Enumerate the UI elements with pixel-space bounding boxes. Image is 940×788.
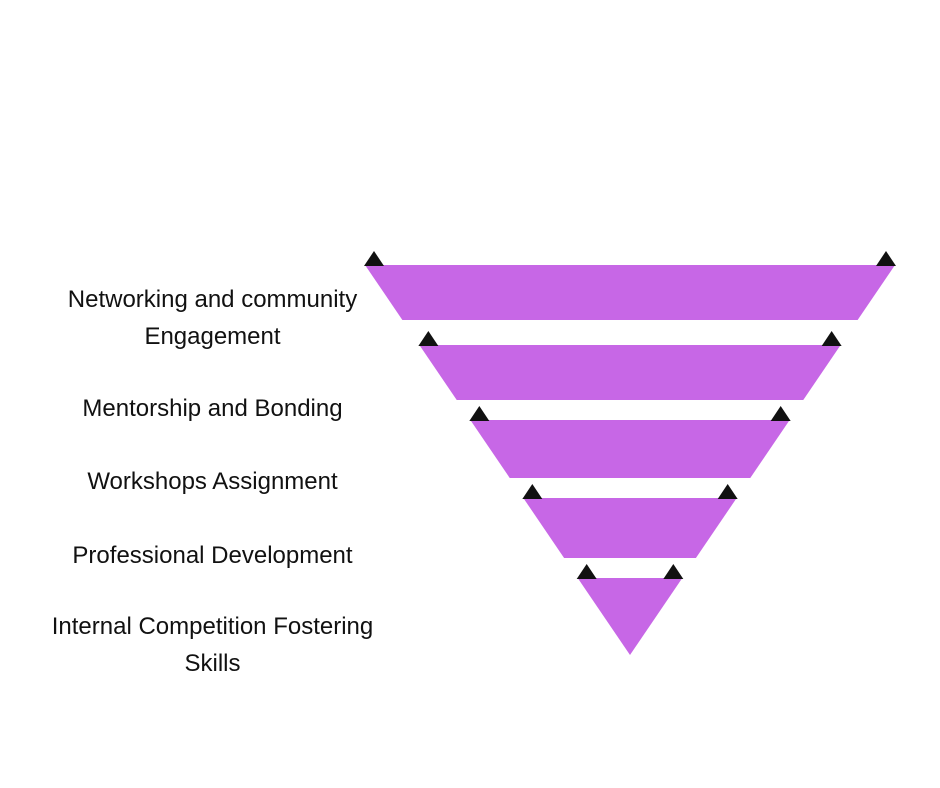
corner-marker-right-icon-1: [876, 251, 896, 266]
corner-marker-right-icon-4: [717, 484, 738, 499]
funnel-segment-2: [419, 345, 841, 400]
funnel-segment-3: [470, 420, 790, 478]
corner-marker-left-icon-2: [418, 331, 439, 346]
funnel-segment-1: [365, 265, 895, 320]
corner-marker-left-icon-4: [522, 484, 543, 499]
funnel-label-competition: Internal Competition Fostering Skills: [51, 613, 374, 677]
funnel-label-mentorship: Mentorship and Bonding: [82, 395, 343, 422]
corner-marker-left-icon-5: [576, 564, 597, 579]
funnel-label-professional: Professional Development: [72, 542, 353, 569]
funnel-segment-5: [577, 578, 683, 655]
funnel-segment-4: [523, 498, 737, 558]
corner-marker-right-icon-5: [663, 564, 684, 579]
funnel-label-networking: Networking and community Engagement: [67, 286, 358, 350]
corner-marker-left-icon-1: [364, 251, 384, 266]
funnel-label-workshops: Workshops Assignment: [87, 468, 338, 495]
corner-marker-left-icon-3: [469, 406, 490, 421]
corner-marker-right-icon-2: [821, 331, 842, 346]
corner-marker-right-icon-3: [770, 406, 791, 421]
